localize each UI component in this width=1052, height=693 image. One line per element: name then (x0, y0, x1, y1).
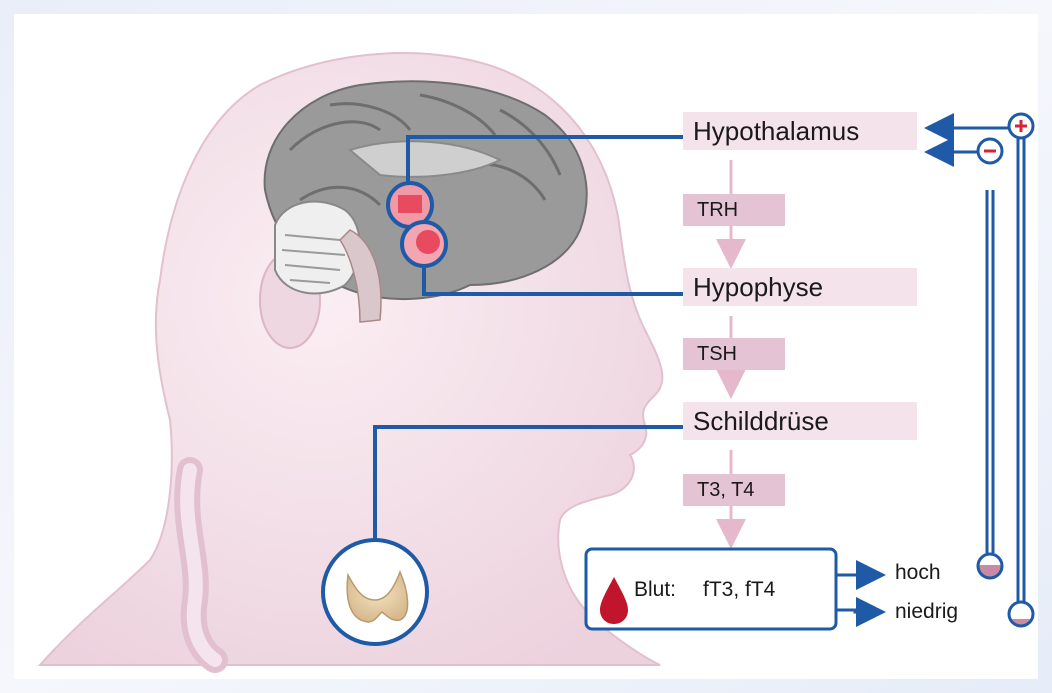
thyroid-illustration (323, 540, 427, 644)
trh-label: TRH (683, 194, 785, 226)
low-label: niedrig (895, 600, 958, 624)
high-indicator-bulb (978, 554, 1002, 578)
low-indicator-bulb (1009, 602, 1033, 626)
hypophyse-label: Hypophyse (683, 268, 917, 306)
tsh-label: TSH (683, 338, 785, 370)
negative-feedback-icon (978, 139, 1002, 163)
t3-t4-label: T3, T4 (683, 474, 785, 506)
schilddruese-label: Schilddrüse (683, 402, 917, 440)
hypothalamus-label: Hypothalamus (683, 112, 917, 150)
positive-feedback-icon (1009, 114, 1033, 138)
blood-label: Blut: (634, 578, 676, 602)
blood-values: fT3, fT4 (703, 578, 775, 602)
high-label: hoch (895, 561, 941, 585)
